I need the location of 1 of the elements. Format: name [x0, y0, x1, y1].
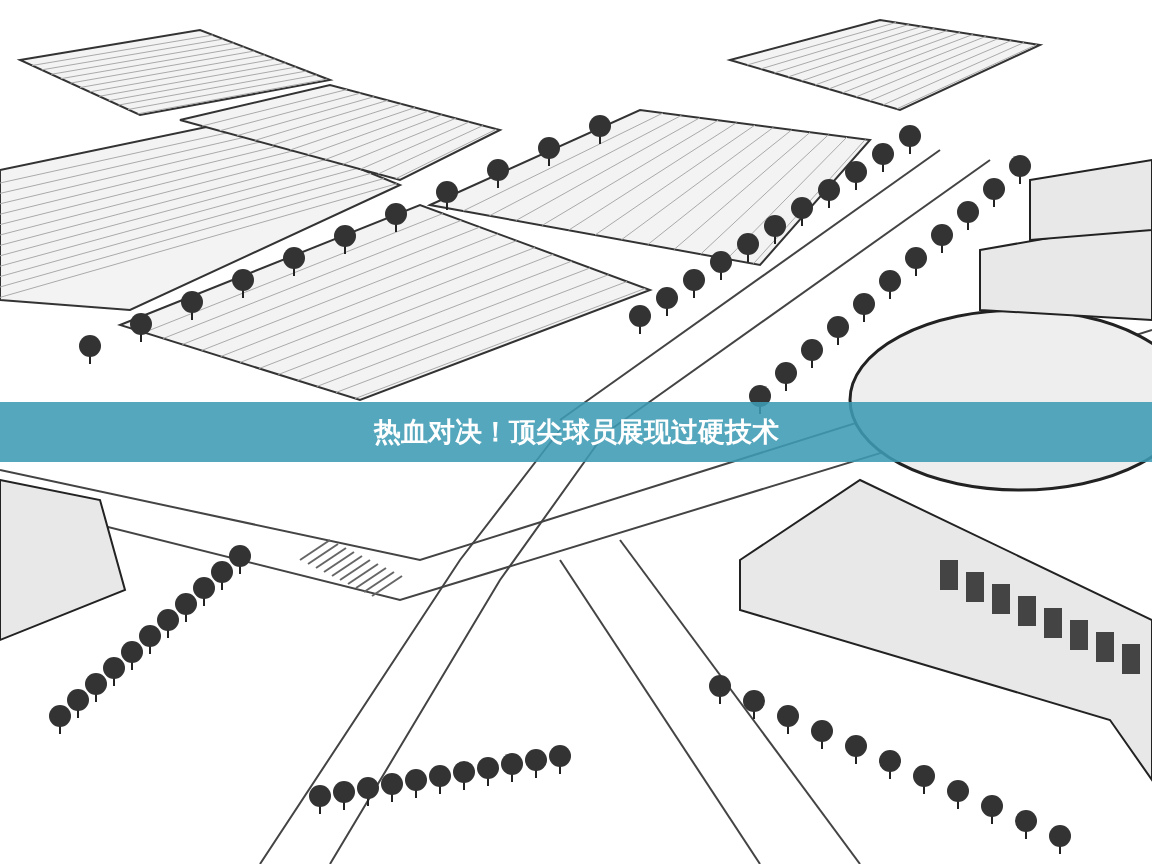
- title-banner: 热血对决！顶尖球员展现过硬技术: [0, 402, 1152, 462]
